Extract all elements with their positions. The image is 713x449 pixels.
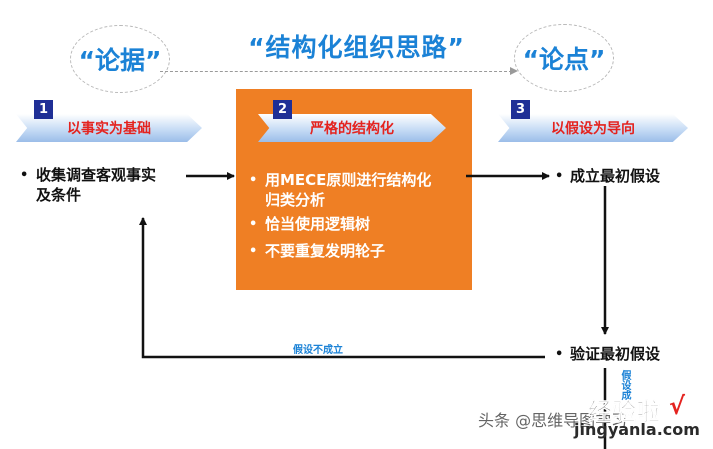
bullet-dot-icon: • (20, 168, 29, 183)
checkmark-icon: √ (669, 392, 686, 420)
no-reinvent-text: 不要重复发明轮子 (265, 242, 386, 260)
bullet-dot-icon: • (555, 169, 564, 184)
step-1-label: 以事实为基础 (67, 121, 151, 137)
form-hypothesis-text: 成立最初假设 (570, 167, 661, 185)
step-2-label: 严格的结构化 (310, 121, 394, 137)
dotted-connector (160, 71, 512, 72)
viewpoint-oval-label: “论点” (522, 45, 606, 74)
step-3-number: 3 (511, 100, 530, 119)
bullet-dot-icon: • (555, 347, 564, 362)
mece-text-cont: 归类分析 (265, 191, 326, 209)
bullet-dot-icon: • (249, 217, 258, 232)
loop-label: 假设不成立 (293, 345, 343, 356)
arrow-loop-back (139, 217, 545, 359)
verify-hypothesis-text: 验证最初假设 (570, 345, 661, 363)
bullet-dot-icon: • (249, 244, 258, 259)
site-logo: 经验啦 (588, 398, 661, 427)
logic-tree-text: 恰当使用逻辑树 (265, 215, 371, 233)
evidence-oval: “论据” (70, 25, 170, 93)
watermark-text: 头条 @思维导图学习 (478, 411, 628, 430)
step-2-number: 2 (273, 100, 292, 119)
bullet-dot-icon: • (249, 173, 258, 188)
step-1-number: 1 (34, 100, 53, 119)
site-url: jingyanla.com (574, 420, 700, 439)
evidence-oval-label: “论据” (78, 46, 162, 75)
hypothesis-holds-label: 假设成 (619, 370, 630, 400)
viewpoint-oval: “论点” (514, 24, 614, 92)
dotted-arrowhead-icon (510, 67, 518, 75)
collect-facts-text-cont: 及条件 (36, 186, 82, 204)
collect-facts-text: 收集调查客观事实 (36, 166, 157, 184)
diagram-title: “结构化组织思路” (248, 33, 465, 62)
step-3-label: 以假设为导向 (551, 121, 635, 137)
mece-text: 用MECE原则进行结构化 (265, 171, 432, 189)
